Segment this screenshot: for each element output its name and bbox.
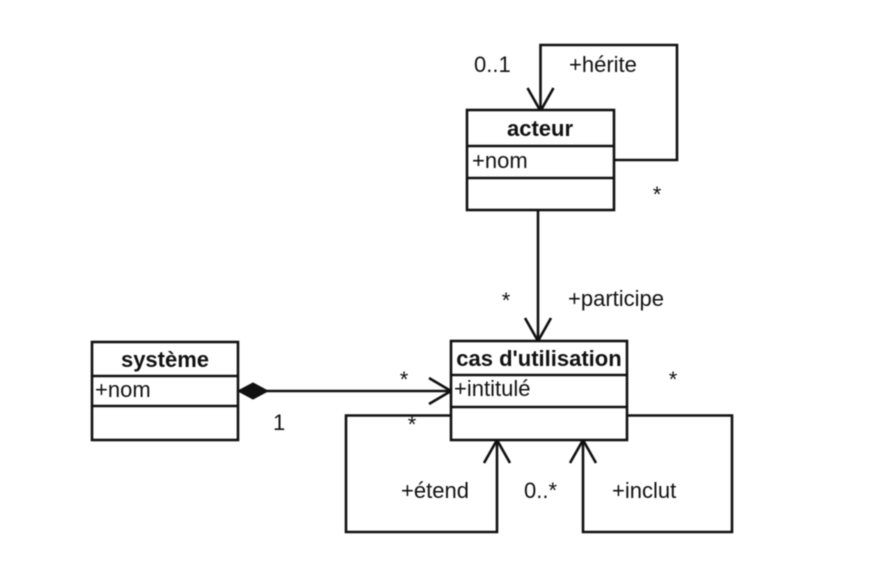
svg-text:+hérite: +hérite [569,52,637,77]
svg-text:*: * [408,412,417,437]
svg-text:*: * [400,367,409,392]
svg-text:0..1: 0..1 [474,52,511,77]
svg-text:cas d'utilisation: cas d'utilisation [456,346,621,371]
svg-text:système: système [121,347,209,372]
svg-text:acteur: acteur [507,116,573,141]
svg-text:*: * [653,182,662,207]
svg-text:+nom: +nom [95,377,151,402]
svg-text:0..*: 0..* [524,478,557,503]
svg-text:+participe: +participe [568,286,664,311]
svg-text:1: 1 [273,410,285,435]
svg-text:+inclut: +inclut [612,478,676,503]
svg-text:*: * [502,288,511,313]
svg-text:*: * [669,367,678,392]
svg-text:+intitulé: +intitulé [454,376,530,401]
svg-text:+nom: +nom [472,148,528,173]
svg-text:+étend: +étend [401,478,469,503]
